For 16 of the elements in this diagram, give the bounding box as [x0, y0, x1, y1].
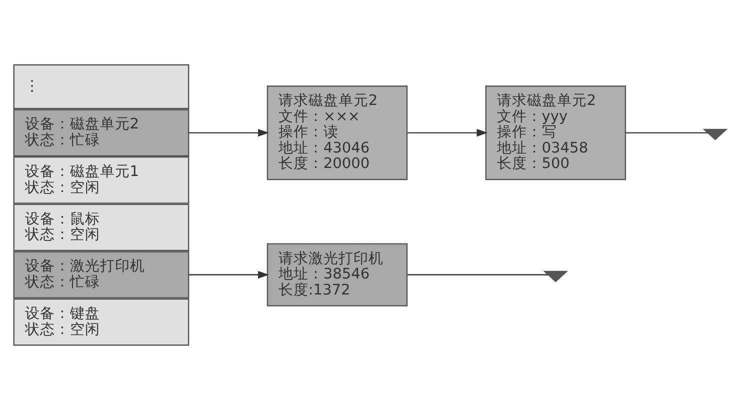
- node-ground: [702, 128, 728, 140]
- arrow: [188, 270, 268, 278]
- arrow: [407, 128, 488, 136]
- node-box: 设备：磁盘单元1 状态：空闲: [12, 156, 189, 204]
- node-box: 请求激光打印机 地址：38546 长度:1372: [266, 242, 408, 306]
- node-box: 请求磁盘单元2 文件：××× 操作：读 地址：43046 长度：20000: [266, 84, 408, 180]
- node-ground: [542, 270, 568, 282]
- node-box: 设备：激光打印机 状态：忙碌: [12, 250, 189, 298]
- node-box: 请求磁盘单元2 文件：yyy 操作：写 地址：03458 长度：500: [484, 84, 626, 180]
- arrow: [188, 128, 268, 136]
- connector: [407, 274, 548, 275]
- node-box: 设备：键盘 状态：空闲: [12, 298, 189, 346]
- node-box: 设备：鼠标 状态：空闲: [12, 203, 189, 251]
- node-box: 设备：磁盘单元2 状态：忙碌: [12, 108, 189, 156]
- connector: [625, 132, 708, 133]
- node-box: ⋮: [12, 64, 189, 109]
